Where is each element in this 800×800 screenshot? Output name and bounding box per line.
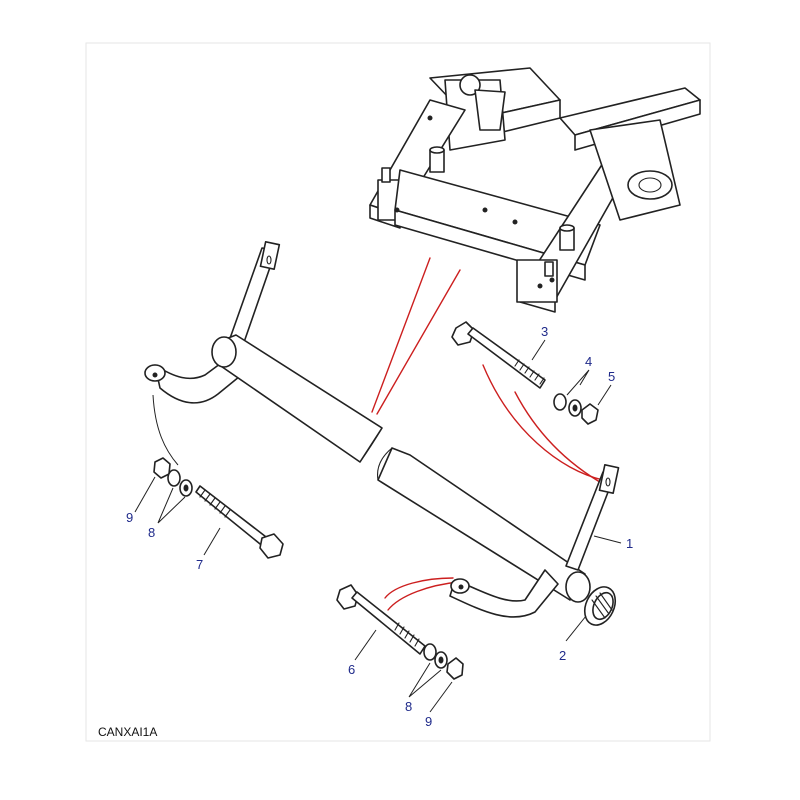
- left-bolt-assembly: [153, 457, 284, 559]
- callout-7: 7: [196, 557, 203, 572]
- alignment-lines: [371, 257, 606, 611]
- alignment-line: [482, 364, 604, 481]
- reference-code: CANXAI1A: [98, 725, 157, 739]
- callout-3: 3: [541, 324, 548, 339]
- diagram-frame: [85, 42, 711, 742]
- callout-9-left: 9: [126, 510, 133, 525]
- upper-bolt-assembly: [451, 321, 599, 425]
- alignment-line: [384, 577, 454, 599]
- callout-5: 5: [608, 369, 615, 384]
- lower-bolt-assembly: [336, 584, 464, 680]
- callout-9-bottom: 9: [425, 714, 432, 729]
- callout-1: 1: [626, 536, 633, 551]
- chassis-frame: [369, 67, 701, 313]
- anti-roll-bar: [144, 241, 620, 618]
- alignment-line: [376, 269, 461, 415]
- leader-lines: [134, 339, 622, 713]
- alignment-line: [371, 257, 431, 413]
- callout-2: 2: [559, 648, 566, 663]
- callout-8-left: 8: [148, 525, 155, 540]
- alignment-line: [514, 391, 606, 486]
- callout-4: 4: [585, 354, 592, 369]
- alignment-line: [387, 581, 459, 611]
- callouts: 1 2 3 4 5 6 7 8 8 9 9: [126, 324, 633, 729]
- end-cap: [583, 586, 617, 626]
- callout-8-bottom: 8: [405, 699, 412, 714]
- callout-6: 6: [348, 662, 355, 677]
